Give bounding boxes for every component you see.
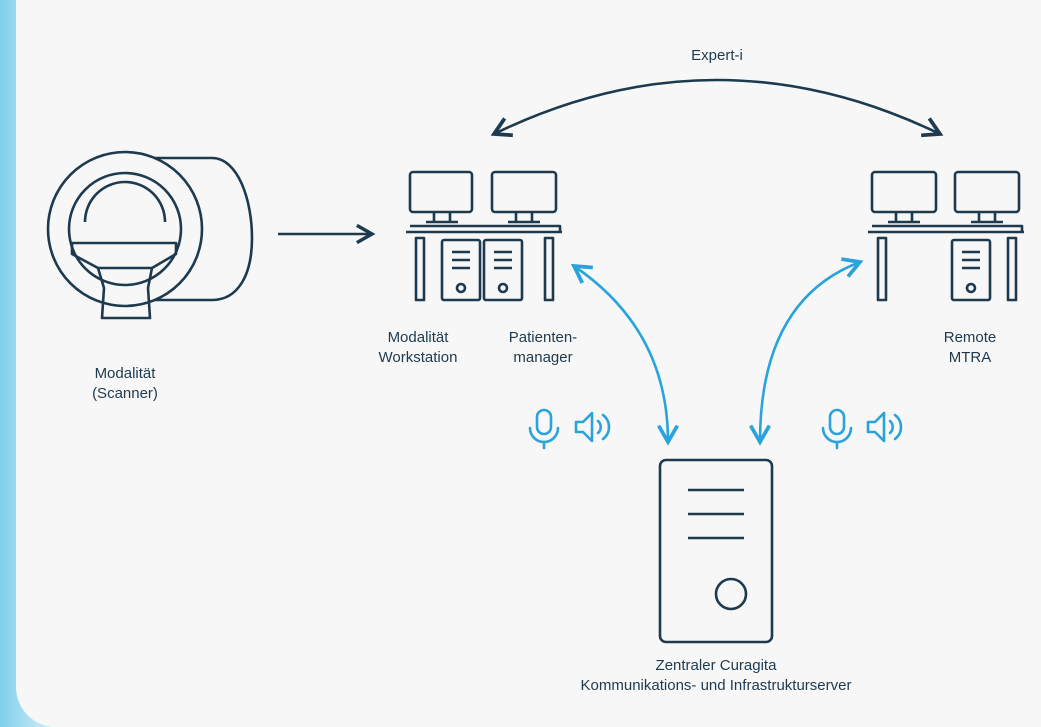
- server-link-arrow-left: [570, 263, 679, 446]
- speaker-icon: [866, 411, 903, 443]
- expert-i-label: Expert-i: [691, 47, 743, 64]
- speaker-icon: [574, 411, 611, 443]
- remote-mtra-label: Remote MTRA: [943, 329, 997, 366]
- modality-workstation-label: Modalität Workstation: [378, 329, 458, 366]
- server-icon: [658, 458, 774, 644]
- microphone-icon: [821, 408, 853, 450]
- mri-scanner-icon: [46, 150, 254, 320]
- workstation-icon: [406, 170, 562, 302]
- workstation-icon: [868, 170, 1024, 302]
- expert-i-link-arrow: [490, 78, 944, 138]
- microphone-icon: [528, 408, 560, 450]
- scanner-label: Modalität (Scanner): [92, 365, 158, 402]
- server-label: Zentraler Curagita Kommunikations- und I…: [580, 657, 852, 694]
- patient-manager-label: Patienten- manager: [508, 329, 578, 366]
- server-link-arrow-right: [749, 257, 864, 446]
